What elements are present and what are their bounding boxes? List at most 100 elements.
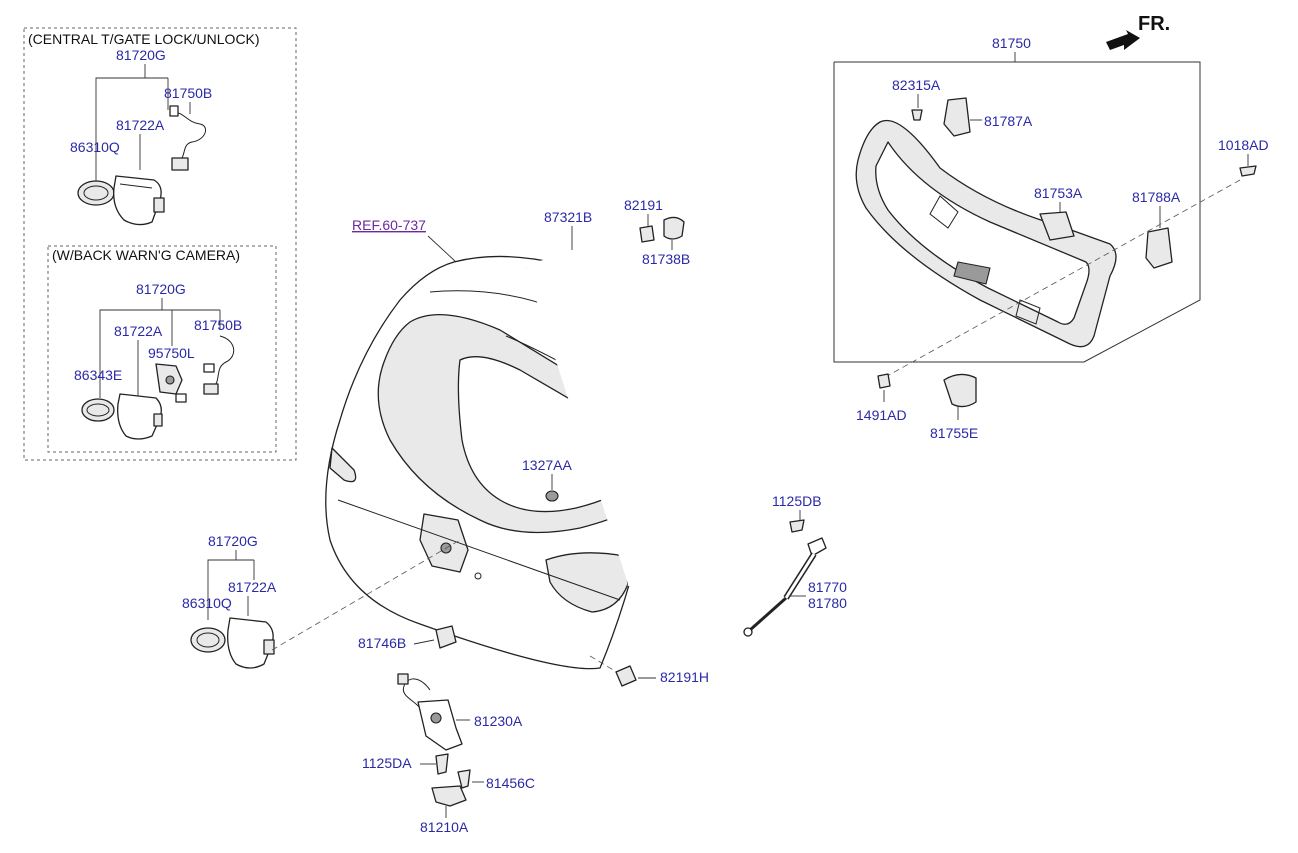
assembly-81750: 81750 82315A 81787A 81753A 81788A	[833, 35, 1201, 363]
label-81720g-inset2[interactable]: 81720G	[136, 281, 186, 297]
label-81755e[interactable]: 81755E	[930, 425, 978, 441]
trim-panel-inner-icon	[875, 141, 1090, 325]
bolt-icon	[789, 519, 805, 533]
trim-handle-pocket-icon	[953, 261, 991, 285]
front-label: FR.	[1138, 13, 1170, 35]
gas-lifter-rod	[749, 596, 787, 632]
dash-garnish	[271, 539, 461, 651]
label-81746b[interactable]: 81746B	[358, 635, 406, 651]
gas-lifter-core	[784, 553, 816, 599]
label-1018ad[interactable]: 1018AD	[1218, 137, 1269, 153]
lifter-end-icon	[743, 627, 753, 637]
trim-bracket-icon	[1039, 211, 1075, 241]
cover-cap-icon	[943, 373, 977, 408]
wire-harness-81750b	[171, 111, 207, 161]
character-line	[337, 499, 621, 601]
label-81722a-inset1[interactable]: 81722A	[116, 117, 165, 133]
label-86310q-inset1[interactable]: 86310Q	[70, 139, 120, 155]
lifter-end-icon	[807, 537, 827, 557]
label-95750l-inset2[interactable]: 95750L	[148, 345, 195, 361]
label-1491ad[interactable]: 1491AD	[856, 407, 907, 423]
label-81750[interactable]: 81750	[992, 35, 1031, 51]
label-81750b-inset1[interactable]: 81750B	[164, 85, 212, 101]
label-81720g-inset1[interactable]: 81720G	[116, 47, 166, 63]
label-82191[interactable]: 82191	[624, 197, 663, 213]
tailgate-latch-icon	[417, 699, 463, 751]
side-lamp-icon	[329, 447, 357, 483]
striker-icon	[431, 785, 467, 807]
label-81210a[interactable]: 81210A	[420, 819, 469, 835]
hole-icon	[474, 572, 482, 580]
emblem-inner	[196, 632, 220, 648]
inset-camera-frame	[47, 245, 277, 453]
label-81788a[interactable]: 81788A	[1132, 189, 1181, 205]
clip-icon	[877, 373, 891, 389]
screw-icon	[457, 769, 471, 789]
label-81722a-inset2[interactable]: 81722A	[114, 323, 163, 339]
trim-detail	[929, 195, 959, 229]
grommet-icon	[545, 490, 559, 502]
camera-connector-icon	[175, 393, 187, 403]
label-81738b[interactable]: 81738B	[642, 251, 690, 267]
garnish-detail	[119, 183, 153, 189]
label-81787a[interactable]: 81787A	[984, 113, 1033, 129]
label-81770[interactable]: 81770	[808, 579, 847, 595]
leader-81720g-inset2	[99, 298, 163, 398]
front-direction-indicator: FR.	[1106, 13, 1170, 50]
label-81780[interactable]: 81780	[808, 595, 847, 611]
tailgate-garnish-icon	[117, 393, 162, 440]
switch-icon	[153, 197, 165, 213]
weatherstrip-core	[525, 256, 803, 598]
switch-icon	[263, 639, 275, 655]
label-81456c[interactable]: 81456C	[486, 775, 535, 791]
label-1125db[interactable]: 1125DB	[772, 493, 822, 509]
connector-icon	[171, 157, 189, 171]
tailgate-garnish-icon	[227, 617, 274, 669]
label-86310q[interactable]: 86310Q	[182, 595, 232, 611]
label-81753a[interactable]: 81753A	[1034, 185, 1083, 201]
inset-central-lock: (CENTRAL T/GATE LOCK/UNLOCK) 81720G 8175…	[23, 27, 297, 461]
inset-camera-title: (W/BACK WARN'G CAMERA)	[52, 247, 240, 263]
bumper-stopper-icon	[639, 225, 655, 243]
label-81722a[interactable]: 81722A	[228, 579, 277, 595]
connector-icon	[203, 383, 219, 395]
leader-81746b	[413, 639, 435, 645]
label-82315a[interactable]: 82315A	[892, 77, 941, 93]
front-arrow-icon	[1106, 30, 1140, 50]
label-81750b-inset2[interactable]: 81750B	[194, 317, 242, 333]
trim-cover-icon	[943, 97, 971, 137]
latch-wire	[402, 678, 431, 709]
trim-detail-2	[1015, 299, 1041, 325]
emblem-icon	[190, 627, 226, 653]
label-86343e-inset2[interactable]: 86343E	[74, 367, 122, 383]
label-81720g[interactable]: 81720G	[208, 533, 258, 549]
bolt-icon	[435, 753, 449, 775]
leader-81720g	[207, 550, 237, 620]
emblem-icon	[77, 180, 115, 206]
emblem-inner	[86, 403, 110, 417]
connector-icon	[169, 105, 179, 117]
dash-1018ad	[879, 179, 1241, 381]
connector-icon	[397, 673, 409, 685]
leader-81720g-inset1	[95, 64, 146, 182]
label-1125da[interactable]: 1125DA	[362, 755, 412, 771]
label-82191h[interactable]: 82191H	[660, 669, 709, 685]
label-87321b[interactable]: 87321B	[544, 209, 592, 225]
side-lamp-icon	[545, 552, 629, 613]
label-1327aa[interactable]: 1327AA	[522, 457, 572, 473]
inset-central-lock-frame	[23, 27, 297, 461]
clip-icon	[911, 109, 923, 121]
label-81230a[interactable]: 81230A	[474, 713, 523, 729]
emblem-icon	[81, 398, 115, 422]
bumper-stopper-icon	[615, 665, 637, 687]
leader-reference	[427, 235, 457, 263]
camera-lens	[165, 375, 175, 385]
dash-82191h	[589, 655, 621, 675]
reference-link[interactable]: REF.60-737	[352, 217, 426, 233]
bolt-icon	[1239, 165, 1257, 177]
bumper-rubber-icon	[663, 216, 685, 240]
wire-harness-81750b-2	[211, 335, 235, 389]
latch-hole	[430, 712, 442, 724]
inset-camera: (W/BACK WARN'G CAMERA) 81720G 81722A 817…	[47, 245, 277, 453]
